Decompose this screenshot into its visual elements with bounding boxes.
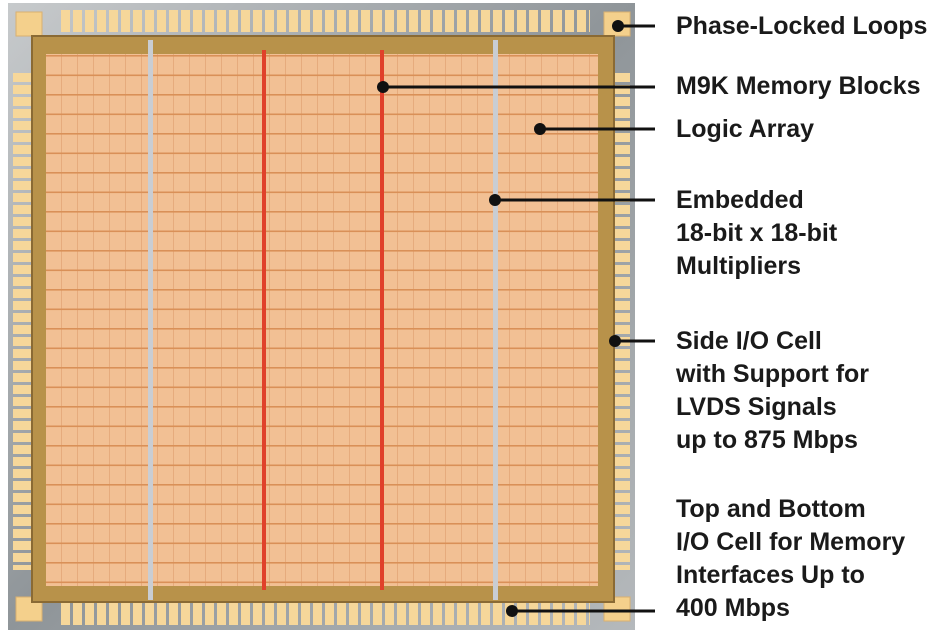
callout-multipliers-line-1: Embedded xyxy=(676,184,837,217)
callout-dot-icon xyxy=(377,81,389,93)
callout-side-io-line-2: with Support for xyxy=(676,358,869,391)
callout-pll: Phase-Locked Loops xyxy=(676,10,927,43)
memory-column-left xyxy=(262,50,266,590)
callout-dot-icon xyxy=(612,20,624,32)
callout-top-bottom-io: Top and Bottom I/O Cell for Memory Inter… xyxy=(676,493,905,625)
memory-column-right xyxy=(380,50,384,590)
callout-side-io: Side I/O Cell with Support for LVDS Sign… xyxy=(676,325,869,457)
callout-pll-line-1: Phase-Locked Loops xyxy=(676,10,927,43)
callout-top-bottom-io-line-1: Top and Bottom xyxy=(676,493,905,526)
callout-dot-icon xyxy=(534,123,546,135)
callout-side-io-line-4: up to 875 Mbps xyxy=(676,424,869,457)
multiplier-column-right xyxy=(493,40,498,600)
callout-multipliers: Embedded 18-bit x 18-bit Multipliers xyxy=(676,184,837,283)
callout-side-io-line-3: LVDS Signals xyxy=(676,391,869,424)
callout-logic-line-1: Logic Array xyxy=(676,113,814,146)
callout-multipliers-line-3: Multipliers xyxy=(676,250,837,283)
callout-top-bottom-io-line-4: 400 Mbps xyxy=(676,592,905,625)
callout-dot-icon xyxy=(609,335,621,347)
callout-side-io-line-1: Side I/O Cell xyxy=(676,325,869,358)
callout-m9k-line-1: M9K Memory Blocks xyxy=(676,70,921,103)
logic-cell-rows xyxy=(46,54,598,586)
top-io-pads xyxy=(60,10,590,32)
callout-dot-icon xyxy=(506,605,518,617)
pll-block-top-left xyxy=(16,12,42,36)
multiplier-column-left xyxy=(148,40,153,600)
callout-m9k: M9K Memory Blocks xyxy=(676,70,921,103)
callout-top-bottom-io-line-3: Interfaces Up to xyxy=(676,559,905,592)
callout-multipliers-line-2: 18-bit x 18-bit xyxy=(676,217,837,250)
callout-top-bottom-io-line-2: I/O Cell for Memory xyxy=(676,526,905,559)
callout-logic-array: Logic Array xyxy=(676,113,814,146)
callout-dot-icon xyxy=(489,194,501,206)
